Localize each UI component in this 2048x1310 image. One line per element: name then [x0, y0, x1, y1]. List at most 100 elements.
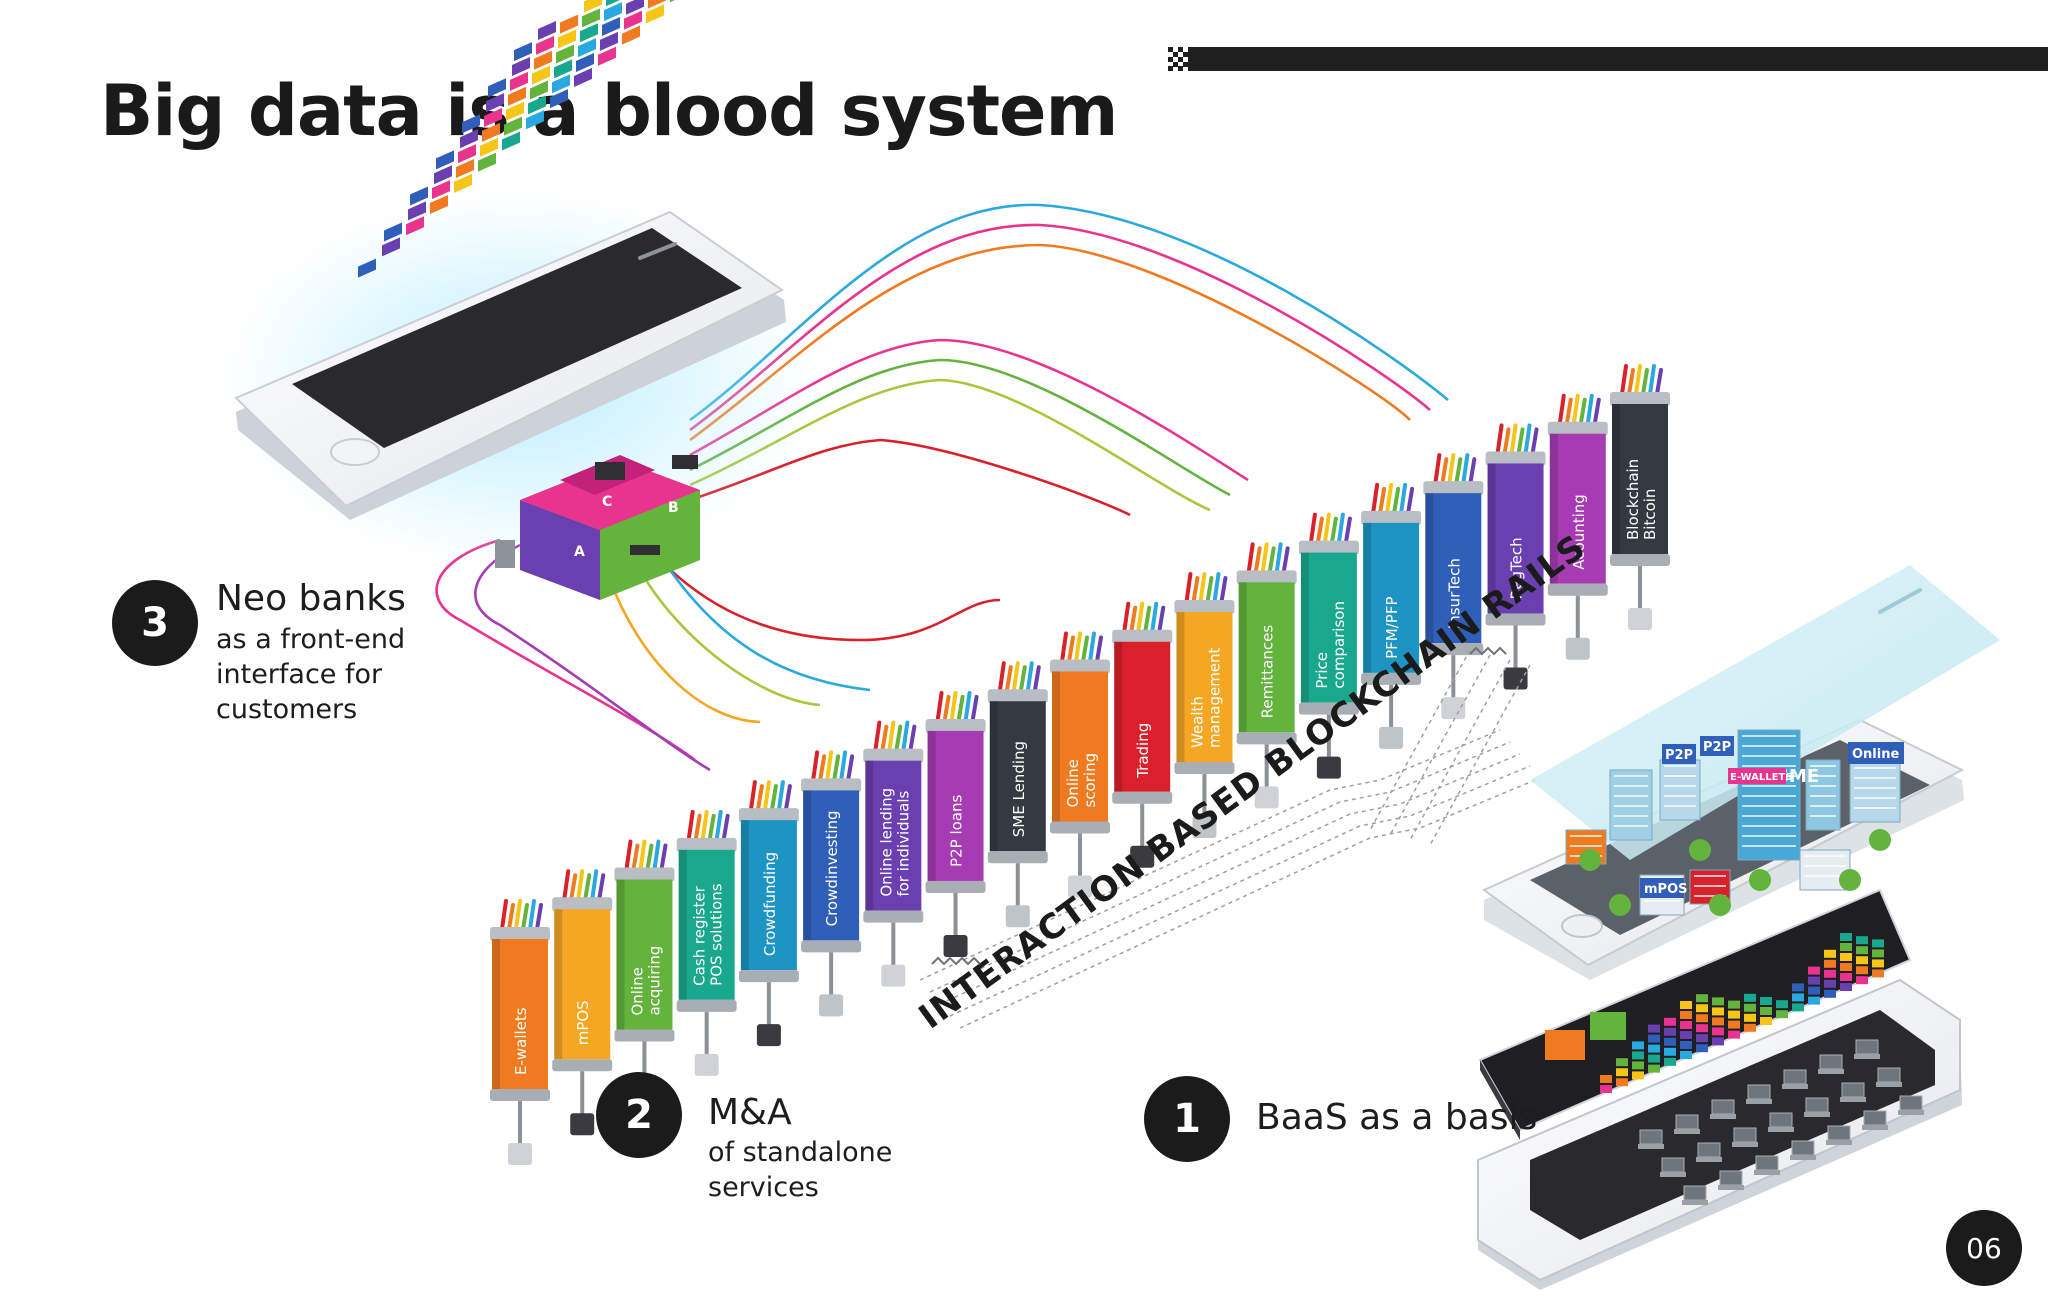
laptop-icon: [1791, 1140, 1815, 1156]
module-shade: [1363, 522, 1372, 673]
city-tree: [1839, 869, 1861, 891]
service-module: Onlinescoring: [1050, 631, 1110, 898]
module-base: [863, 910, 924, 923]
module-shade: [678, 849, 687, 1000]
screen-pixel: [598, 46, 616, 66]
module-plug: [1565, 637, 1590, 660]
screen-pixel: [506, 101, 524, 121]
module-wire: [755, 784, 764, 813]
laptop-icon: [1805, 1097, 1829, 1113]
keyboard-pixel: [1856, 956, 1868, 965]
city-sign-p2p-1: P2P: [1665, 748, 1693, 763]
city-tree: [1869, 829, 1891, 851]
module-wire: [769, 784, 778, 813]
module-wire: [873, 720, 882, 753]
module-base: [987, 851, 1048, 864]
laptop-icon: [1863, 1110, 1887, 1126]
module-wire: [1578, 397, 1587, 426]
keyboard-pixel: [1840, 943, 1852, 951]
item-3-title: Neo banks: [216, 578, 406, 619]
service-module: Acounting: [1547, 393, 1608, 660]
screen-pixel: [576, 53, 594, 73]
module-wire: [811, 750, 820, 783]
module-base: [925, 880, 986, 893]
module-wire: [818, 754, 827, 783]
screen-pixel: [512, 57, 530, 77]
module-wire: [825, 750, 834, 783]
laptop-icon: [1755, 1155, 1779, 1171]
module-wire: [949, 690, 958, 723]
screen-pixel: [536, 35, 554, 55]
module-wire: [1564, 397, 1573, 426]
module-cap: [1050, 659, 1110, 674]
module-cap: [676, 837, 737, 852]
module-plug: [1441, 697, 1466, 720]
laptop-base: [1768, 1127, 1794, 1132]
screen-pixel: [648, 0, 666, 9]
keyboard-pixel: [1680, 1031, 1692, 1039]
service-module: Crowdinvesting: [801, 750, 862, 1017]
keyboard-pixel: [1808, 996, 1820, 1005]
laptop-icon: [1719, 1170, 1743, 1186]
screen-pixel: [526, 110, 544, 130]
keyboard-pixel: [1840, 933, 1852, 941]
module-wire: [1329, 516, 1338, 545]
module-plug: [1068, 875, 1092, 898]
laptop-base: [1696, 1157, 1722, 1162]
module-wire: [645, 843, 654, 872]
page-number: 06: [1946, 1210, 2022, 1286]
laptop-icon: [1769, 1112, 1793, 1128]
module-base: [1174, 762, 1235, 775]
screen-pixel: [434, 165, 452, 185]
laptop-base: [1718, 1185, 1744, 1190]
screen-pixel: [358, 258, 376, 278]
module-wire: [700, 809, 709, 842]
laptop-base: [1818, 1069, 1844, 1074]
module-wire: [528, 899, 536, 931]
keyboard-pixel: [1696, 1014, 1708, 1023]
laptop-base: [1732, 1142, 1758, 1147]
neo-bank-phone: [234, 210, 786, 520]
service-module: Remittances: [1236, 542, 1297, 809]
module-wire: [1260, 542, 1269, 575]
module-wire: [631, 843, 640, 872]
module-body: [1612, 404, 1668, 554]
laptop-icon: [1683, 1185, 1707, 1201]
screen-pixel: [508, 86, 526, 106]
module-wire: [686, 809, 695, 842]
keyboard-pixel: [1680, 1041, 1692, 1049]
keyboard-pixel: [1664, 1047, 1676, 1056]
module-wire: [1454, 457, 1463, 486]
keyboard-pixel: [1872, 959, 1884, 968]
module-plug: [1005, 905, 1030, 928]
keyboard-pixel: [1632, 1041, 1644, 1050]
screen-pixel: [458, 144, 476, 164]
service-module: PFM/PFP: [1361, 482, 1422, 749]
keyboard-pixel: [1728, 1030, 1740, 1039]
laptop-icon: [1697, 1142, 1721, 1158]
module-wire: [1253, 546, 1262, 575]
module-wire: [1011, 661, 1020, 694]
screen-pixel: [574, 67, 592, 87]
module-plug: [508, 1143, 532, 1165]
module-wire: [1461, 453, 1470, 486]
city-tree: [1709, 894, 1731, 916]
keyboard-pixel: [1696, 1004, 1708, 1013]
module-wire: [762, 780, 771, 813]
city-tree: [1749, 869, 1771, 891]
module-body: [1114, 641, 1171, 792]
screen-pixel: [382, 237, 400, 257]
screen-pixel: [552, 74, 570, 94]
module-cap: [1485, 451, 1546, 466]
module-plug: [1379, 726, 1404, 749]
module-base: [738, 970, 799, 983]
module-wire: [514, 899, 522, 931]
module-wire: [1468, 457, 1477, 486]
module-label: SME Lending: [1010, 741, 1028, 837]
module-wire: [894, 724, 903, 753]
keyboard-block: [1545, 1030, 1585, 1060]
screen-pixel: [482, 122, 500, 142]
keyboard-pixel: [1648, 1044, 1660, 1053]
service-module: BlockchainBitcoin: [1610, 364, 1670, 630]
phone-pixel-grid: [358, 0, 688, 278]
